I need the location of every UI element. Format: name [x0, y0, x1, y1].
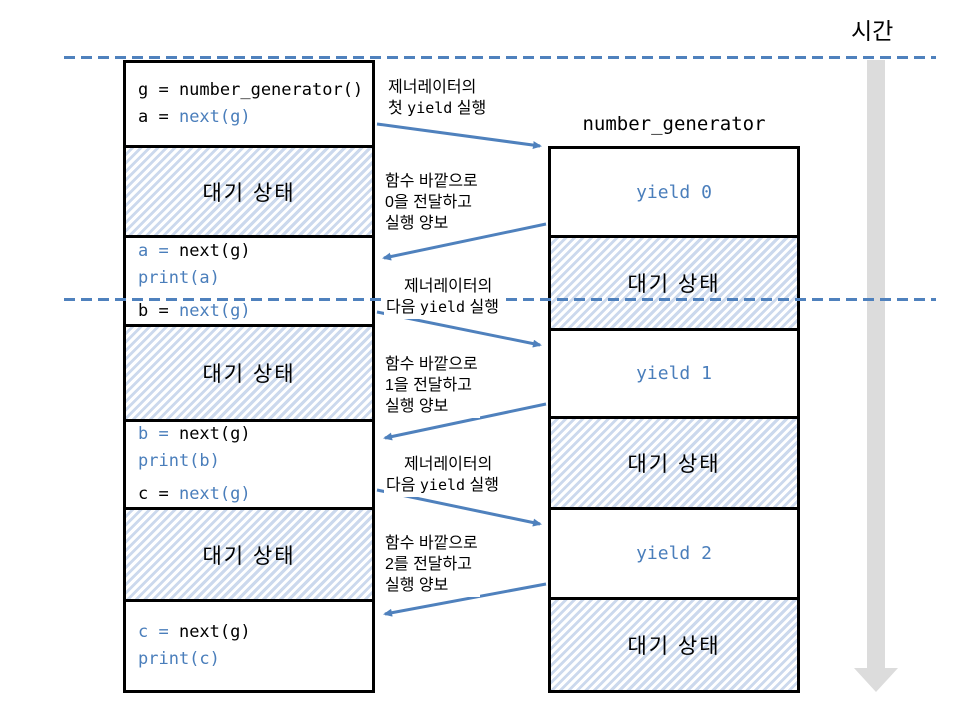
wait-state-label: 대기 상태: [202, 363, 296, 386]
generator-wait-segment-2: 대기 상태: [551, 419, 797, 510]
code-line: b = next(g): [138, 298, 372, 325]
label-line: 함수 바깥으로: [385, 171, 478, 192]
code-text-print: print(b): [138, 451, 220, 471]
code-line: g = number_generator(): [138, 77, 372, 104]
timeline-dashed-rule-top: [64, 56, 936, 59]
label-line: 함수 바깥으로: [385, 533, 478, 554]
label-line: 제너레이터의: [386, 454, 499, 475]
main-code-segment-1: g = number_generator() a = next(g): [126, 63, 372, 148]
label-text: 실행 양보: [385, 577, 449, 594]
generator-title: number_generator: [582, 113, 766, 135]
code-text-var: a =: [138, 240, 179, 261]
code-line: print(b): [138, 448, 372, 475]
code-text: a =: [138, 107, 179, 127]
label-line: 첫 yield 실행: [388, 98, 486, 119]
label-text: 실행: [452, 100, 487, 117]
code-text: next(g): [178, 424, 251, 444]
main-wait-segment-2: 대기 상태: [126, 327, 372, 422]
wait-state-label: 대기 상태: [627, 273, 721, 296]
label-code-text: yield: [419, 476, 466, 494]
label-text: 제너레이터의: [388, 79, 477, 96]
label-line: 제너레이터의: [386, 276, 499, 297]
label-text: 다음: [386, 477, 420, 494]
label-line: 1을 전달하고: [385, 375, 478, 396]
label-text: 2를 전달하고: [385, 556, 472, 573]
flow-label-pass-1: 함수 바깥으로 1을 전달하고 실행 양보: [383, 353, 480, 418]
code-line: b = next(g): [138, 421, 372, 448]
code-text-var: c =: [138, 484, 179, 504]
generator-yield-2-segment: yield 2: [551, 510, 797, 600]
code-text: g = number_generator(): [138, 80, 364, 100]
label-code-text: yield: [407, 99, 453, 117]
wait-state-label: 대기 상태: [627, 453, 721, 476]
label-text: 다음: [386, 299, 420, 316]
generator-wait-segment-1: 대기 상태: [551, 238, 797, 331]
generator-column: yield 0 대기 상태 yield 1 대기 상태 yield 2 대기 상…: [548, 146, 800, 693]
code-text-var: c =: [138, 622, 179, 642]
label-text: 제너레이터의: [404, 278, 493, 295]
flow-label-next-yield-1: 제너레이터의 다음 yield 실행: [384, 275, 501, 319]
main-code-column: g = number_generator() a = next(g) 대기 상태…: [123, 60, 375, 693]
main-code-segment-4: c = next(g) print(c): [126, 602, 372, 690]
main-code-segment-2: a = next(g) print(a) b = next(g): [126, 238, 372, 327]
code-line: print(a): [138, 265, 372, 292]
label-text: 실행 양보: [385, 215, 449, 232]
label-text: 함수 바깥으로: [385, 173, 478, 190]
yield-1-text: yield 1: [636, 363, 712, 384]
label-text: 실행: [465, 477, 499, 494]
label-line: 실행 양보: [385, 575, 478, 596]
code-text: next(g): [178, 622, 251, 642]
code-text-call: next(g): [178, 484, 251, 504]
wait-state-label: 대기 상태: [202, 181, 296, 205]
label-text: 1을 전달하고: [385, 377, 472, 394]
code-text-print: print(a): [138, 267, 220, 288]
wait-state-label: 대기 상태: [202, 544, 296, 568]
code-line: a = next(g): [138, 238, 372, 265]
label-text: 실행 양보: [385, 398, 449, 415]
label-text: 실행: [465, 299, 499, 316]
label-line: 함수 바깥으로: [385, 354, 478, 375]
flow-label-next-yield-2: 제너레이터의 다음 yield 실행: [384, 453, 501, 497]
label-line: 실행 양보: [385, 396, 478, 417]
wait-state-label: 대기 상태: [627, 635, 721, 658]
code-line: print(c): [138, 646, 372, 673]
label-text: 함수 바깥으로: [385, 535, 478, 552]
label-text: 0을 전달하고: [385, 194, 472, 211]
code-text-var: b =: [138, 424, 179, 444]
flow-label-pass-0: 함수 바깥으로 0을 전달하고 실행 양보: [383, 170, 480, 235]
code-text-print: print(c): [138, 649, 220, 669]
arrow-call-first-yield: [376, 122, 542, 150]
yield-2-text: yield 2: [636, 543, 712, 564]
generator-yield-1-segment: yield 1: [551, 331, 797, 419]
time-axis-label: 시간: [851, 18, 894, 44]
label-line: 2를 전달하고: [385, 554, 478, 575]
label-text: 함수 바깥으로: [385, 356, 478, 373]
label-line: 실행 양보: [385, 213, 478, 234]
code-line: c = next(g): [138, 481, 372, 508]
label-line: 0을 전달하고: [385, 192, 478, 213]
label-text: 첫: [388, 100, 408, 117]
code-line: a = next(g): [138, 104, 372, 131]
label-line: 다음 yield 실행: [386, 475, 499, 496]
flow-label-pass-2: 함수 바깥으로 2를 전달하고 실행 양보: [383, 532, 480, 597]
flow-label-first-yield: 제너레이터의 첫 yield 실행: [386, 76, 489, 120]
code-text-call: next(g): [178, 300, 251, 321]
label-text: 제너레이터의: [404, 456, 493, 473]
main-code-segment-3: b = next(g) print(b) c = next(g): [126, 422, 372, 510]
label-line: 다음 yield 실행: [386, 297, 499, 318]
main-wait-segment-1: 대기 상태: [126, 148, 372, 238]
generator-wait-segment-3: 대기 상태: [551, 600, 797, 690]
code-text-call: next(g): [178, 107, 251, 127]
generator-yield-0-segment: yield 0: [551, 149, 797, 238]
code-text-var: b =: [138, 300, 179, 321]
time-axis-arrow-head: [854, 668, 898, 692]
yield-0-text: yield 0: [636, 181, 712, 203]
label-line: 제너레이터의: [388, 77, 486, 98]
time-axis-arrow-shaft: [867, 60, 885, 668]
code-text: next(g): [178, 240, 251, 261]
code-line: c = next(g): [138, 619, 372, 646]
label-code-text: yield: [419, 298, 466, 316]
main-wait-segment-3: 대기 상태: [126, 510, 372, 602]
